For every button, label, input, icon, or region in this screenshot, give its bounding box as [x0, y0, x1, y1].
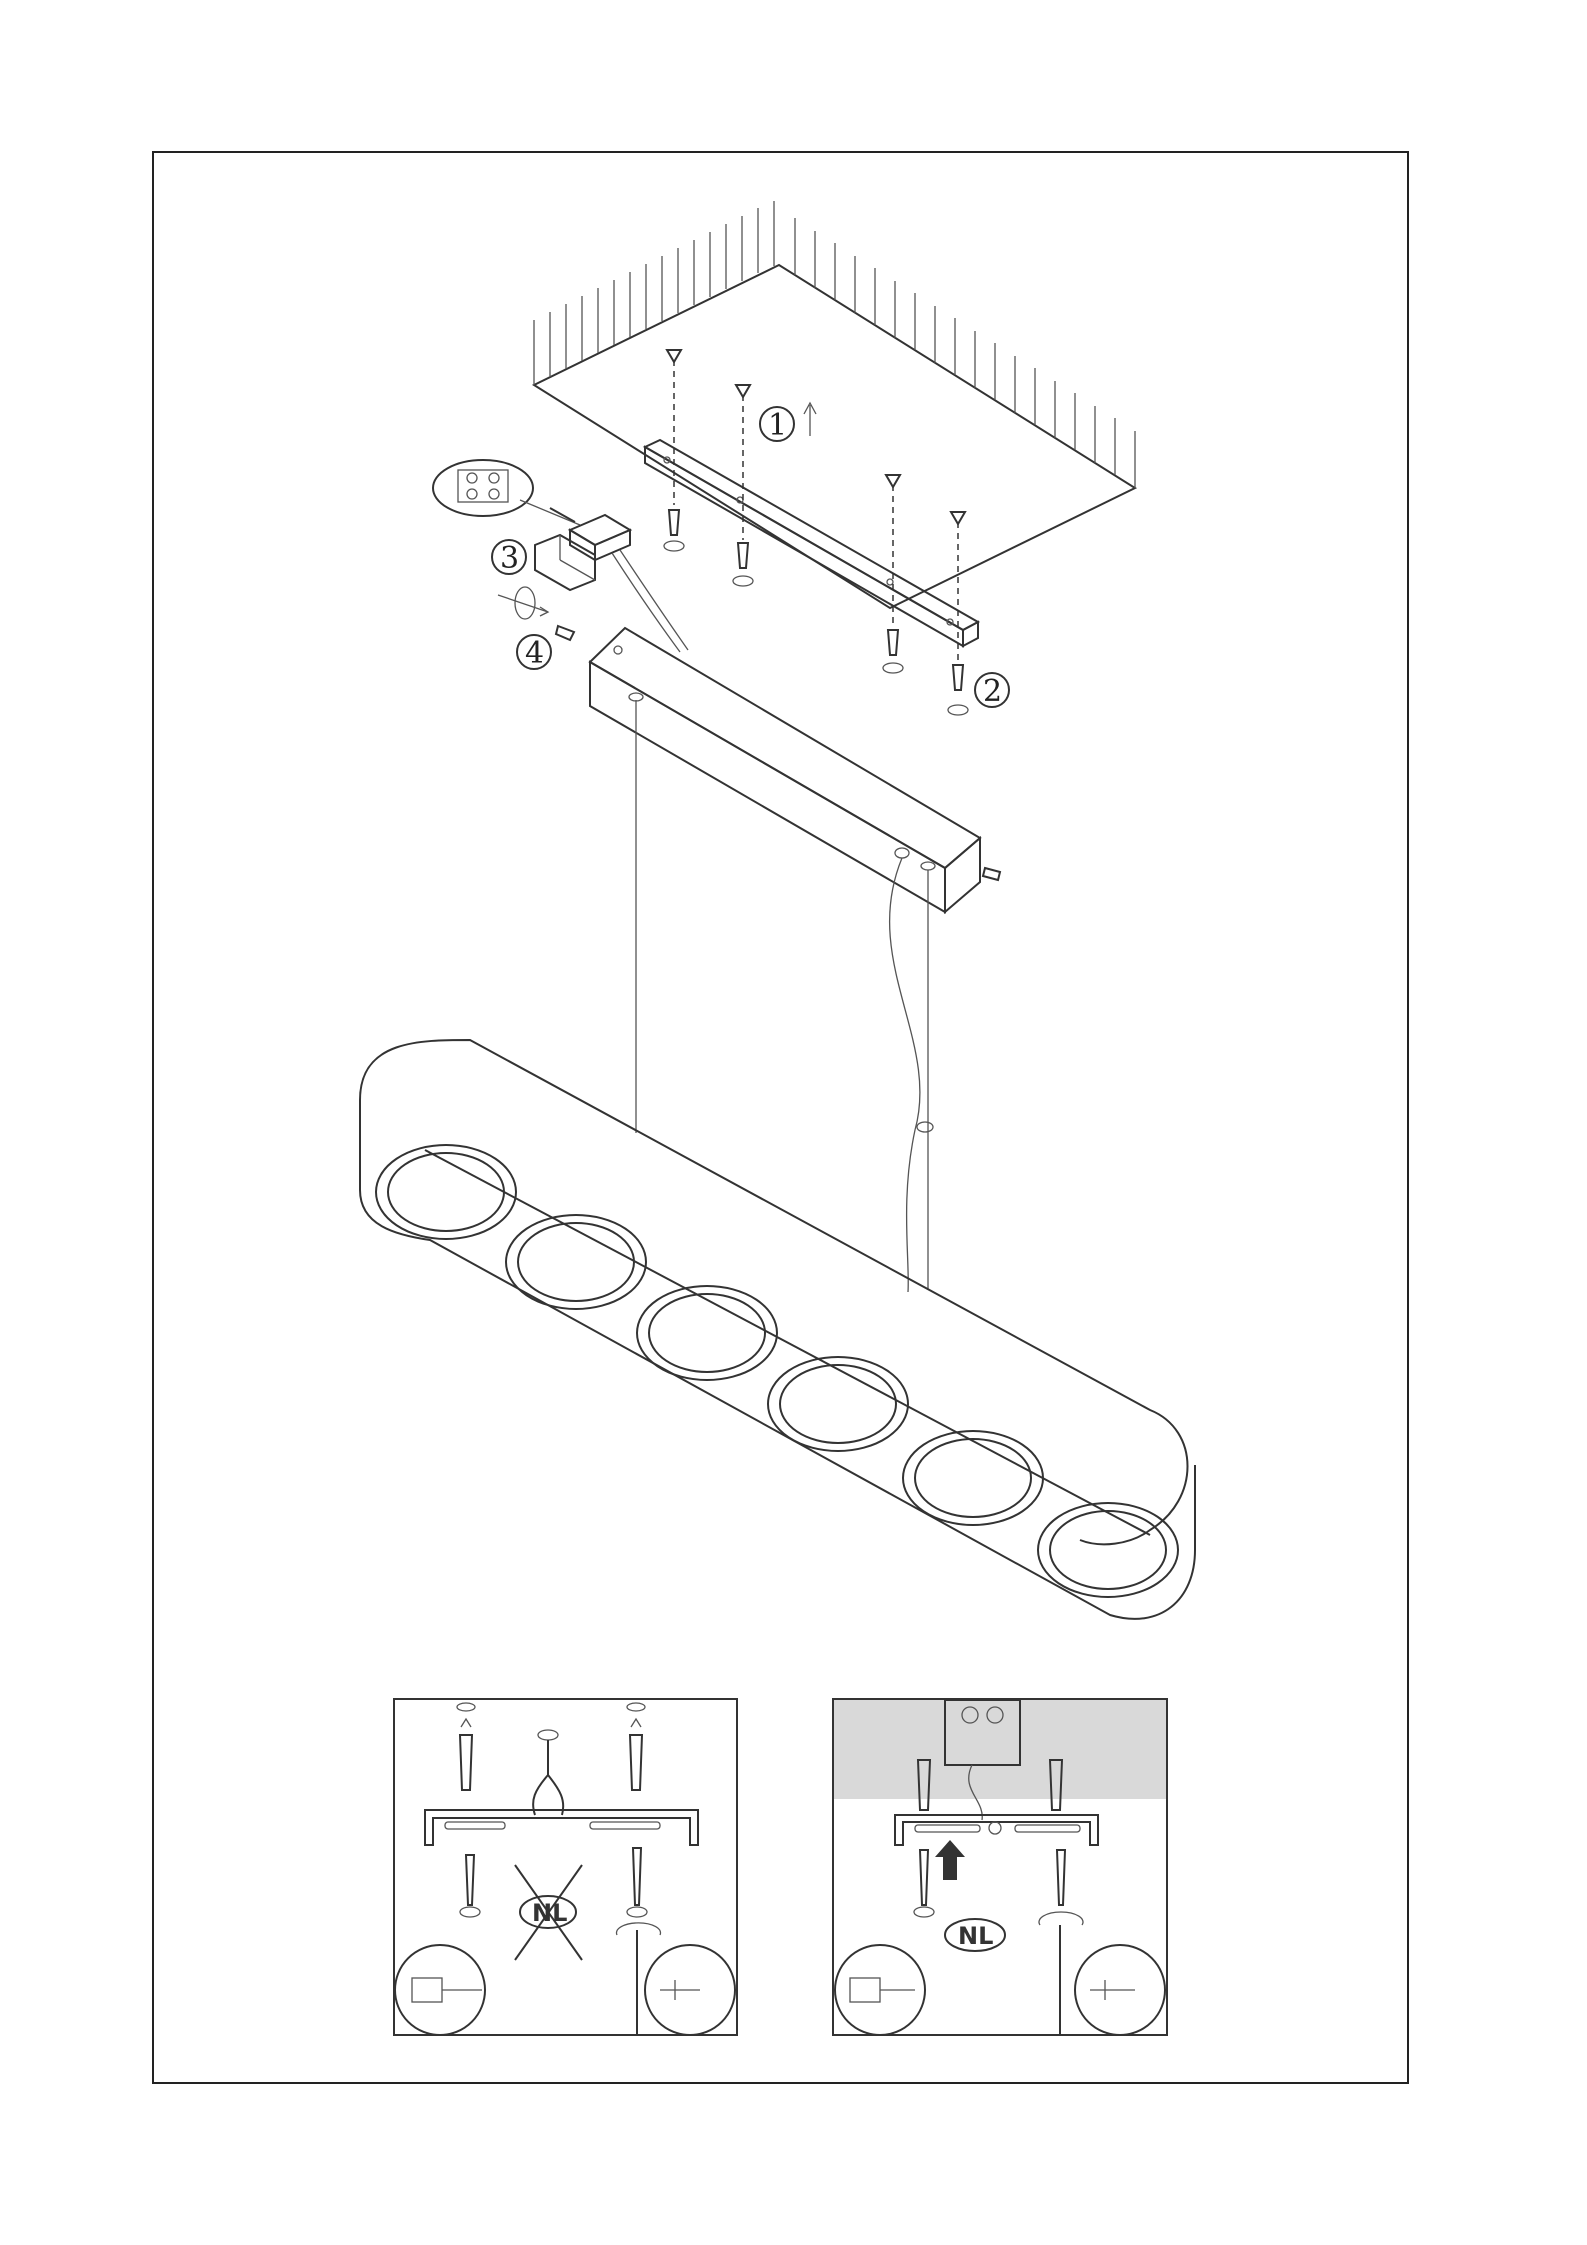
- drill-icon: [395, 1945, 485, 2035]
- step-1-label: 1: [768, 408, 787, 443]
- nl-label-right: NL: [958, 1922, 993, 1950]
- right-instruction-panel: NL: [833, 1699, 1167, 2035]
- step-3-label: 3: [500, 541, 519, 576]
- screwdriver-icon: [1039, 1912, 1165, 2035]
- screwdriver-icon: [617, 1923, 736, 2035]
- left-instruction-panel: NL: [394, 1699, 737, 2035]
- up-arrow-icon: [804, 403, 816, 436]
- step-2-label: 2: [983, 674, 1002, 709]
- step-4-label: 4: [525, 636, 544, 671]
- wall-plug-icon: [457, 1703, 645, 1790]
- mounting-bracket: [645, 440, 978, 646]
- screw-icon: [664, 350, 968, 715]
- small-screw-icon: [556, 626, 574, 640]
- screw-icon: [914, 1850, 1065, 1917]
- canopy: [590, 628, 1000, 912]
- cover-bracket: [535, 535, 595, 590]
- drill-icon: [835, 1945, 925, 2035]
- lamp-body: [360, 1040, 1195, 1619]
- plier-icon: [533, 1730, 563, 1815]
- suspension-wires: [636, 700, 933, 1292]
- rotate-arrow-icon: [498, 587, 548, 619]
- up-arrow-icon: [935, 1840, 965, 1880]
- bracket-icon: [425, 1810, 698, 1845]
- nl-label-left: NL: [532, 1899, 567, 1927]
- terminal-block-detail: [433, 460, 580, 525]
- bracket-icon: [895, 1815, 1098, 1845]
